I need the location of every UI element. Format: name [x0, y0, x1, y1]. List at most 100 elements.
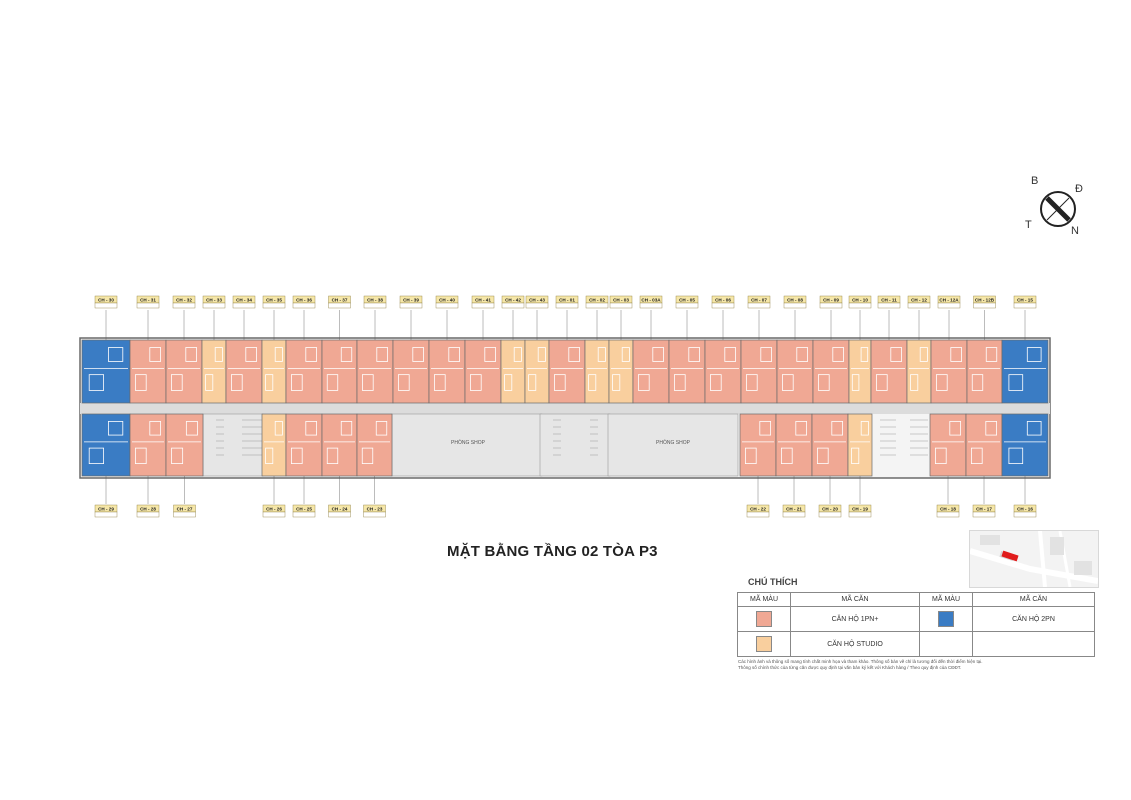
- disclaimer-line-2: Thông số chính thức của từng căn được qu…: [738, 665, 962, 670]
- unit-top-27: [966, 339, 1003, 404]
- disclaimer-line-1: Các hình ảnh và thông số mang tính chất …: [738, 659, 983, 664]
- unit-bottom-3: [261, 413, 287, 477]
- compass-label-north: B: [1031, 175, 1039, 187]
- legend-header-color-2: MÃ MÀU: [919, 592, 973, 607]
- unit-top-0: [81, 339, 131, 404]
- unit-bottom-6: [356, 413, 393, 477]
- unit-code-label: CH - 02: [589, 298, 605, 303]
- unit-top-24: [870, 339, 908, 404]
- unit-code-label: CH - 12A: [939, 298, 959, 303]
- swatch-1pn: [756, 611, 772, 627]
- unit-bottom-7: [739, 413, 777, 477]
- unit-code-label: CH - 10: [852, 298, 868, 303]
- compass-label-south: N: [1071, 225, 1079, 237]
- unit-code-label: CH - 17: [976, 507, 992, 512]
- unit-top-26: [930, 339, 968, 404]
- unit-top-18: [668, 339, 706, 404]
- unit-top-6: [285, 339, 323, 404]
- legend-label-1pn: CĂN HỘ 1PN+: [790, 606, 920, 632]
- unit-code-label: CH - 40: [439, 298, 455, 303]
- unit-code-label: CH - 07: [751, 298, 767, 303]
- unit-top-11: [464, 339, 502, 404]
- unit-code-label: CH - 18: [940, 507, 956, 512]
- unit-code-label: CH - 30: [98, 298, 114, 303]
- unit-bottom-2: [165, 413, 204, 477]
- compass: B Đ T N: [1025, 175, 1085, 240]
- swatch-2pn: [938, 611, 954, 627]
- swatch-studio: [756, 636, 772, 652]
- unit-top-21: [776, 339, 814, 404]
- unit-code-label: CH - 38: [367, 298, 383, 303]
- unit-top-20: [740, 339, 778, 404]
- unit-code-label: CH - 09: [823, 298, 839, 303]
- unit-top-13: [524, 339, 550, 404]
- unit-top-2: [165, 339, 203, 404]
- compass-label-west: T: [1025, 219, 1032, 231]
- unit-code-label: CH - 43: [529, 298, 545, 303]
- unit-top-14: [548, 339, 586, 404]
- unit-code-label: CH - 12B: [975, 298, 995, 303]
- unit-code-label: CH - 42: [505, 298, 521, 303]
- unit-top-5: [261, 339, 287, 404]
- shop-room-right-label: PHÒNG SHOP: [656, 439, 691, 446]
- unit-code-label: CH - 41: [475, 298, 491, 303]
- compass-rose-icon: [1040, 191, 1076, 227]
- unit-code-label: CH - 21: [786, 507, 802, 512]
- unit-code-label: CH - 05: [679, 298, 695, 303]
- location-minimap: [969, 530, 1099, 588]
- unit-code-label: CH - 32: [176, 298, 192, 303]
- unit-code-label: CH - 34: [236, 298, 252, 303]
- unit-top-19: [704, 339, 742, 404]
- unit-top-23: [848, 339, 872, 404]
- unit-code-label: CH - 35: [266, 298, 282, 303]
- unit-bottom-11: [929, 413, 967, 477]
- unit-code-label: CH - 19: [852, 507, 868, 512]
- legend-header-code: MÃ CĂN: [790, 592, 920, 607]
- unit-code-label: CH - 01: [559, 298, 575, 303]
- legend-title: CHÚ THÍCH: [748, 577, 798, 587]
- unit-top-12: [500, 339, 526, 404]
- legend-empty-cell: [972, 631, 1095, 657]
- legend-empty-cell: [919, 631, 973, 657]
- shop-room-left-label: PHÒNG SHOP: [451, 439, 486, 446]
- unit-code-label: CH - 06: [715, 298, 731, 303]
- unit-code-label: CH - 12: [911, 298, 927, 303]
- unit-code-label: CH - 27: [177, 507, 193, 512]
- unit-top-3: [201, 339, 227, 404]
- unit-code-label: CH - 28: [140, 507, 156, 512]
- unit-code-label: CH - 36: [296, 298, 312, 303]
- legend-swatch-cell: [919, 606, 973, 632]
- unit-code-label: CH - 29: [98, 507, 114, 512]
- unit-code-label: CH - 25: [296, 507, 312, 512]
- unit-code-label: CH - 37: [332, 298, 348, 303]
- compass-label-east: Đ: [1075, 183, 1083, 195]
- disclaimer: Các hình ảnh và thông số mang tính chất …: [738, 659, 1038, 671]
- unit-top-10: [428, 339, 466, 404]
- unit-bottom-4: [285, 413, 323, 477]
- unit-top-25: [906, 339, 932, 404]
- unit-code-label: CH - 16: [1017, 507, 1033, 512]
- legend-label-2pn: CĂN HỘ 2PN: [972, 606, 1095, 632]
- unit-bottom-13: [1001, 413, 1049, 477]
- unit-code-label: CH - 15: [1017, 298, 1033, 303]
- unit-code-label: CH - 24: [332, 507, 348, 512]
- unit-code-label: CH - 08: [787, 298, 803, 303]
- unit-code-label: CH - 03A: [641, 298, 661, 303]
- legend-swatch-cell: [737, 606, 791, 632]
- unit-bottom-10: [847, 413, 873, 477]
- unit-top-15: [584, 339, 610, 404]
- unit-code-label: CH - 26: [266, 507, 282, 512]
- unit-top-7: [321, 339, 358, 404]
- unit-top-22: [812, 339, 850, 404]
- unit-code-label: CH - 39: [403, 298, 419, 303]
- unit-bottom-5: [321, 413, 358, 477]
- unit-top-8: [356, 339, 394, 404]
- unit-bottom-9: [811, 413, 849, 477]
- unit-code-label: CH - 23: [367, 507, 383, 512]
- legend-header-color: MÃ MÀU: [737, 592, 791, 607]
- page-title: MẶT BẰNG TẦNG 02 TÒA P3: [447, 543, 658, 560]
- unit-top-1: [129, 339, 167, 404]
- legend-swatch-cell: [737, 631, 791, 657]
- unit-code-label: CH - 22: [750, 507, 766, 512]
